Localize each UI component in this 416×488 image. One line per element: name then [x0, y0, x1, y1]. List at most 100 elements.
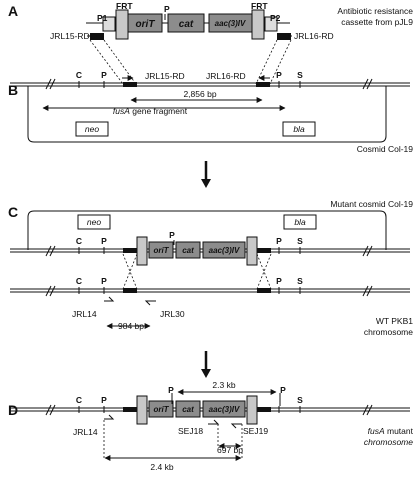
- step-arrow-1: [201, 161, 211, 188]
- orit-c-label: oriT: [153, 246, 169, 255]
- panel-c-caption-bottom-1: WT PKB1: [376, 316, 413, 326]
- s-c-label: S: [297, 236, 303, 246]
- primer-sej19-arrow: [230, 423, 242, 429]
- primer-sej19-label: SEJ19: [243, 426, 268, 436]
- aac-a-box: [208, 13, 253, 33]
- p-c-label: P: [101, 236, 107, 246]
- aac-c-label: aac(3)IV: [209, 246, 240, 255]
- c-b-label: C: [76, 70, 82, 80]
- homology-c-left: [123, 248, 137, 253]
- orit-d-box: [148, 400, 174, 418]
- p2-label: P2: [270, 13, 281, 23]
- primer-jrl30-arrow: [144, 300, 156, 306]
- p-c-mid-label: P: [169, 230, 175, 240]
- frt-d-right: [246, 395, 258, 425]
- cosmid-b-loop: [27, 86, 387, 143]
- aac-a-label: aac(3)IV: [215, 19, 246, 28]
- orit-a-label: oriT: [136, 19, 156, 30]
- panel-a-letter: A: [8, 3, 18, 19]
- p2-box: [264, 16, 278, 32]
- bla-c-box: [283, 214, 317, 230]
- panel-d-caption-2: chromosome: [364, 437, 413, 447]
- p-d-label: P: [101, 395, 107, 405]
- break-d-left: [45, 404, 56, 416]
- panel-d-caption-1: fusA mutant: [368, 426, 414, 436]
- panel-d-caption-gene: fusA: [368, 426, 385, 436]
- bla-b-box: [282, 121, 316, 137]
- s-b-label: S: [297, 70, 303, 80]
- primer-a-left-label: JRL15-RD: [50, 31, 90, 41]
- cat-d-box: [175, 400, 201, 418]
- p-b-label-right: P: [276, 70, 282, 80]
- break-b-right: [362, 78, 373, 90]
- p1-box: [102, 16, 116, 32]
- break-c2-left: [45, 285, 56, 297]
- size-d-bottom-label: 2.4 kb: [150, 462, 173, 472]
- frt-d-left: [136, 395, 148, 425]
- step-arrow-2: [201, 351, 211, 378]
- c-d-label: C: [76, 395, 82, 405]
- fragment-b-gene: fusA: [113, 106, 130, 116]
- p-d-label-right: P: [280, 385, 286, 395]
- panel-c-letter: C: [8, 204, 18, 220]
- size-d-697-label: 697 bp: [217, 445, 243, 455]
- p-c2-label-right: P: [276, 276, 282, 286]
- neo-b-label: neo: [85, 124, 99, 134]
- break-c-left: [45, 245, 56, 257]
- break-b-left: [45, 78, 56, 90]
- primer-b-right-label: JRL16-RD: [206, 71, 246, 81]
- aac-d-box: [202, 400, 246, 418]
- homology-b-left: [123, 82, 137, 87]
- cosmid-c-loop: [27, 210, 387, 250]
- p-d-mid-label: P: [168, 385, 174, 395]
- panel-c: C Mutant cosmid Col-19 neo bla C P P S o…: [8, 199, 413, 337]
- frt-c-right: [246, 236, 258, 266]
- neo-c-box: [77, 214, 111, 230]
- panel-c-caption-bottom-2: chromosome: [364, 327, 413, 337]
- panel-d-letter: D: [8, 402, 18, 418]
- panel-b-caption: Cosmid Col-19: [357, 144, 413, 154]
- homology-c2-left: [123, 288, 137, 293]
- cat-d-label: cat: [182, 405, 194, 414]
- cat-a-label: cat: [179, 19, 194, 30]
- homology-d-left: [123, 407, 137, 412]
- panel-c-caption-top: Mutant cosmid Col-19: [330, 199, 413, 209]
- p-c2-label: P: [101, 276, 107, 286]
- bla-b-label: bla: [293, 124, 305, 134]
- orit-c-box: [148, 241, 174, 259]
- panel-d-caption-rest: mutant: [385, 426, 414, 436]
- panel-d: D C P P S oriT cat aac(3)IV P 2.3 kb JRL…: [8, 380, 414, 472]
- homology-c-right: [257, 248, 271, 253]
- fragment-b-rest: gene fragment: [130, 106, 188, 116]
- primer-b-left-label: JRL15-RD: [145, 71, 185, 81]
- orit-d-label: oriT: [153, 405, 169, 414]
- primer-d-jrl14-label: JRL14: [73, 427, 98, 437]
- cat-c-label: cat: [182, 246, 194, 255]
- break-d-right: [362, 404, 373, 416]
- frt-c-left: [136, 236, 148, 266]
- primer-jrl14-arrow: [104, 296, 115, 302]
- size-d-top-label: 2.3 kb: [212, 380, 235, 390]
- s-d-label: S: [297, 395, 303, 405]
- panel-b: B C P P S JRL15-RD JRL16-RD 2,856 bp fus…: [8, 70, 413, 154]
- primer-jrl30-label: JRL30: [160, 309, 185, 319]
- aac-c-box: [202, 241, 246, 259]
- homology-c2-right: [257, 288, 271, 293]
- neo-c-label: neo: [87, 217, 101, 227]
- break-c-right: [362, 245, 373, 257]
- frt-a-right-label: FRT: [251, 1, 268, 11]
- frt-a-right: [251, 9, 265, 40]
- primer-d-jrl14-arrow: [104, 414, 115, 420]
- p1-label: P1: [97, 13, 108, 23]
- s-c2-label: S: [297, 276, 303, 286]
- homology-b-right: [256, 82, 270, 87]
- size-c-label: 984 bp: [118, 321, 144, 331]
- neo-b-box: [75, 121, 109, 137]
- panel-a-caption-1: Antibiotic resistance: [337, 6, 413, 16]
- primer-sej18-label: SEJ18: [178, 426, 203, 436]
- primer-sej18-arrow: [208, 419, 220, 425]
- p-c-label-right: P: [276, 236, 282, 246]
- panel-a: A Antibiotic resistance cassette from pJ…: [8, 1, 413, 41]
- panel-a-caption-2: cassette from pJL9: [341, 17, 413, 27]
